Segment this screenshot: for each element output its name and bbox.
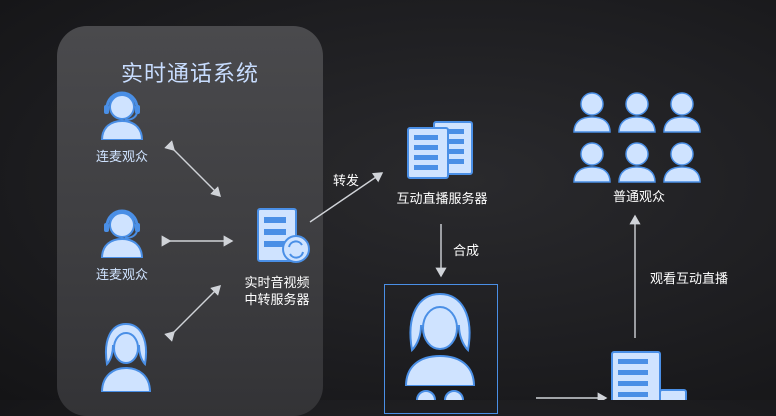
edge-label-merge: 合成 xyxy=(452,244,479,259)
composed-small-heads-icon xyxy=(416,390,464,400)
headset-audience-icon xyxy=(100,91,144,140)
relay-server-icon xyxy=(257,208,310,263)
headset-audience-icon xyxy=(100,209,144,258)
audience2-label: 连麦观众 xyxy=(95,268,148,283)
edge-label-forward: 转发 xyxy=(332,174,359,189)
arrow-audience1-relay xyxy=(164,140,221,197)
regular-audience-group-icon xyxy=(573,92,701,183)
relay-server-label-line2: 中转服务器 xyxy=(244,293,310,308)
composed-anchor-icon xyxy=(404,292,476,386)
relay-server-label-line1: 实时音视频 xyxy=(244,276,310,291)
interactive-server-label: 互动直播服务器 xyxy=(396,192,488,207)
audience1-label: 连麦观众 xyxy=(95,150,148,165)
panel-title: 实时通话系统 xyxy=(120,62,259,87)
interactive-live-server-icon xyxy=(407,121,473,179)
cdn-server-icon xyxy=(611,351,687,400)
arrow-relay-to-interactive xyxy=(309,172,384,223)
anchor-female-icon xyxy=(100,322,152,392)
edge-label-watch-live: 观看互动直播 xyxy=(649,272,728,287)
regular-audience-label: 普通观众 xyxy=(612,190,665,205)
arrow-audience3-relay xyxy=(164,285,221,342)
flow-arrows xyxy=(161,140,641,400)
